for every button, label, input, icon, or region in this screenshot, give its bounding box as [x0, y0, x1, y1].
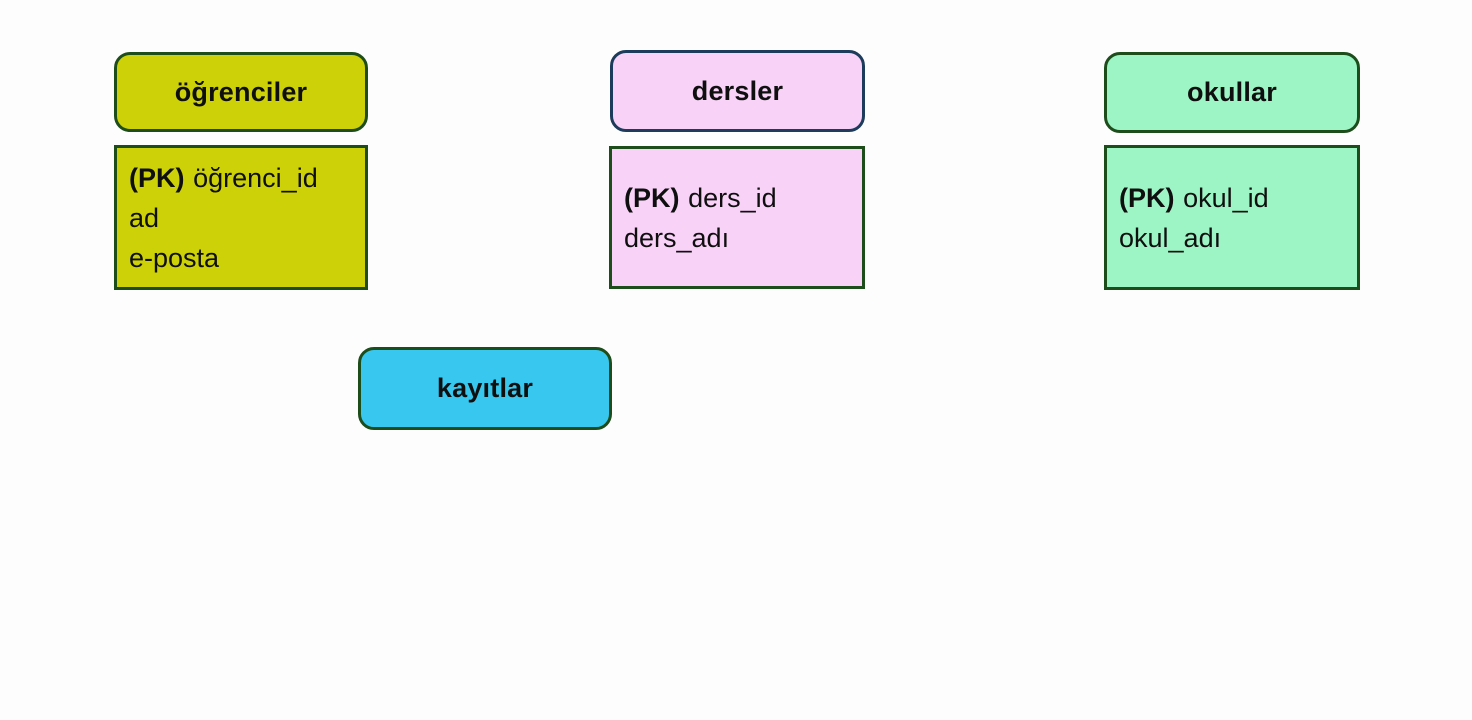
field-name: e-posta — [129, 242, 220, 273]
field-name: ders_adı — [624, 222, 730, 253]
field-row-ders-adi: ders_adı — [624, 218, 862, 258]
field-row-okul-adi: okul_adı — [1119, 218, 1357, 258]
entity-fields-ogrenciler[interactable]: (PK) öğrenci_id ad e-posta — [114, 145, 368, 290]
entity-fields-dersler[interactable]: (PK) ders_id ders_adı — [609, 146, 865, 289]
pk-label: (PK) — [129, 162, 185, 193]
entity-header-okullar[interactable]: okullar — [1104, 52, 1360, 133]
pk-label: (PK) — [1119, 182, 1175, 213]
field-name: okul_id — [1183, 182, 1269, 213]
entity-title-dersler: dersler — [691, 75, 784, 106]
field-name: ders_id — [688, 182, 777, 213]
entity-title-kayitlar: kayıtlar — [436, 373, 534, 403]
field-name: öğrenci_id — [193, 162, 318, 193]
field-row-ders-id: (PK) ders_id — [624, 178, 862, 218]
entity-title-ogrenciler: öğrenciler — [174, 76, 308, 107]
entity-header-dersler[interactable]: dersler — [610, 50, 865, 132]
field-row-ogrenci-id: (PK) öğrenci_id — [129, 158, 365, 198]
entity-header-kayitlar[interactable]: kayıtlar — [358, 347, 612, 430]
entity-title-okullar: okullar — [1187, 77, 1277, 107]
field-row-e-posta: e-posta — [129, 238, 365, 278]
entity-fields-okullar[interactable]: (PK) okul_id okul_adı — [1104, 145, 1360, 290]
field-row-okul-id: (PK) okul_id — [1119, 178, 1357, 218]
field-name: okul_adı — [1119, 222, 1222, 253]
field-row-ad: ad — [129, 198, 365, 238]
field-name: ad — [129, 202, 160, 233]
pk-label: (PK) — [624, 182, 680, 213]
entity-header-ogrenciler[interactable]: öğrenciler — [114, 52, 368, 132]
